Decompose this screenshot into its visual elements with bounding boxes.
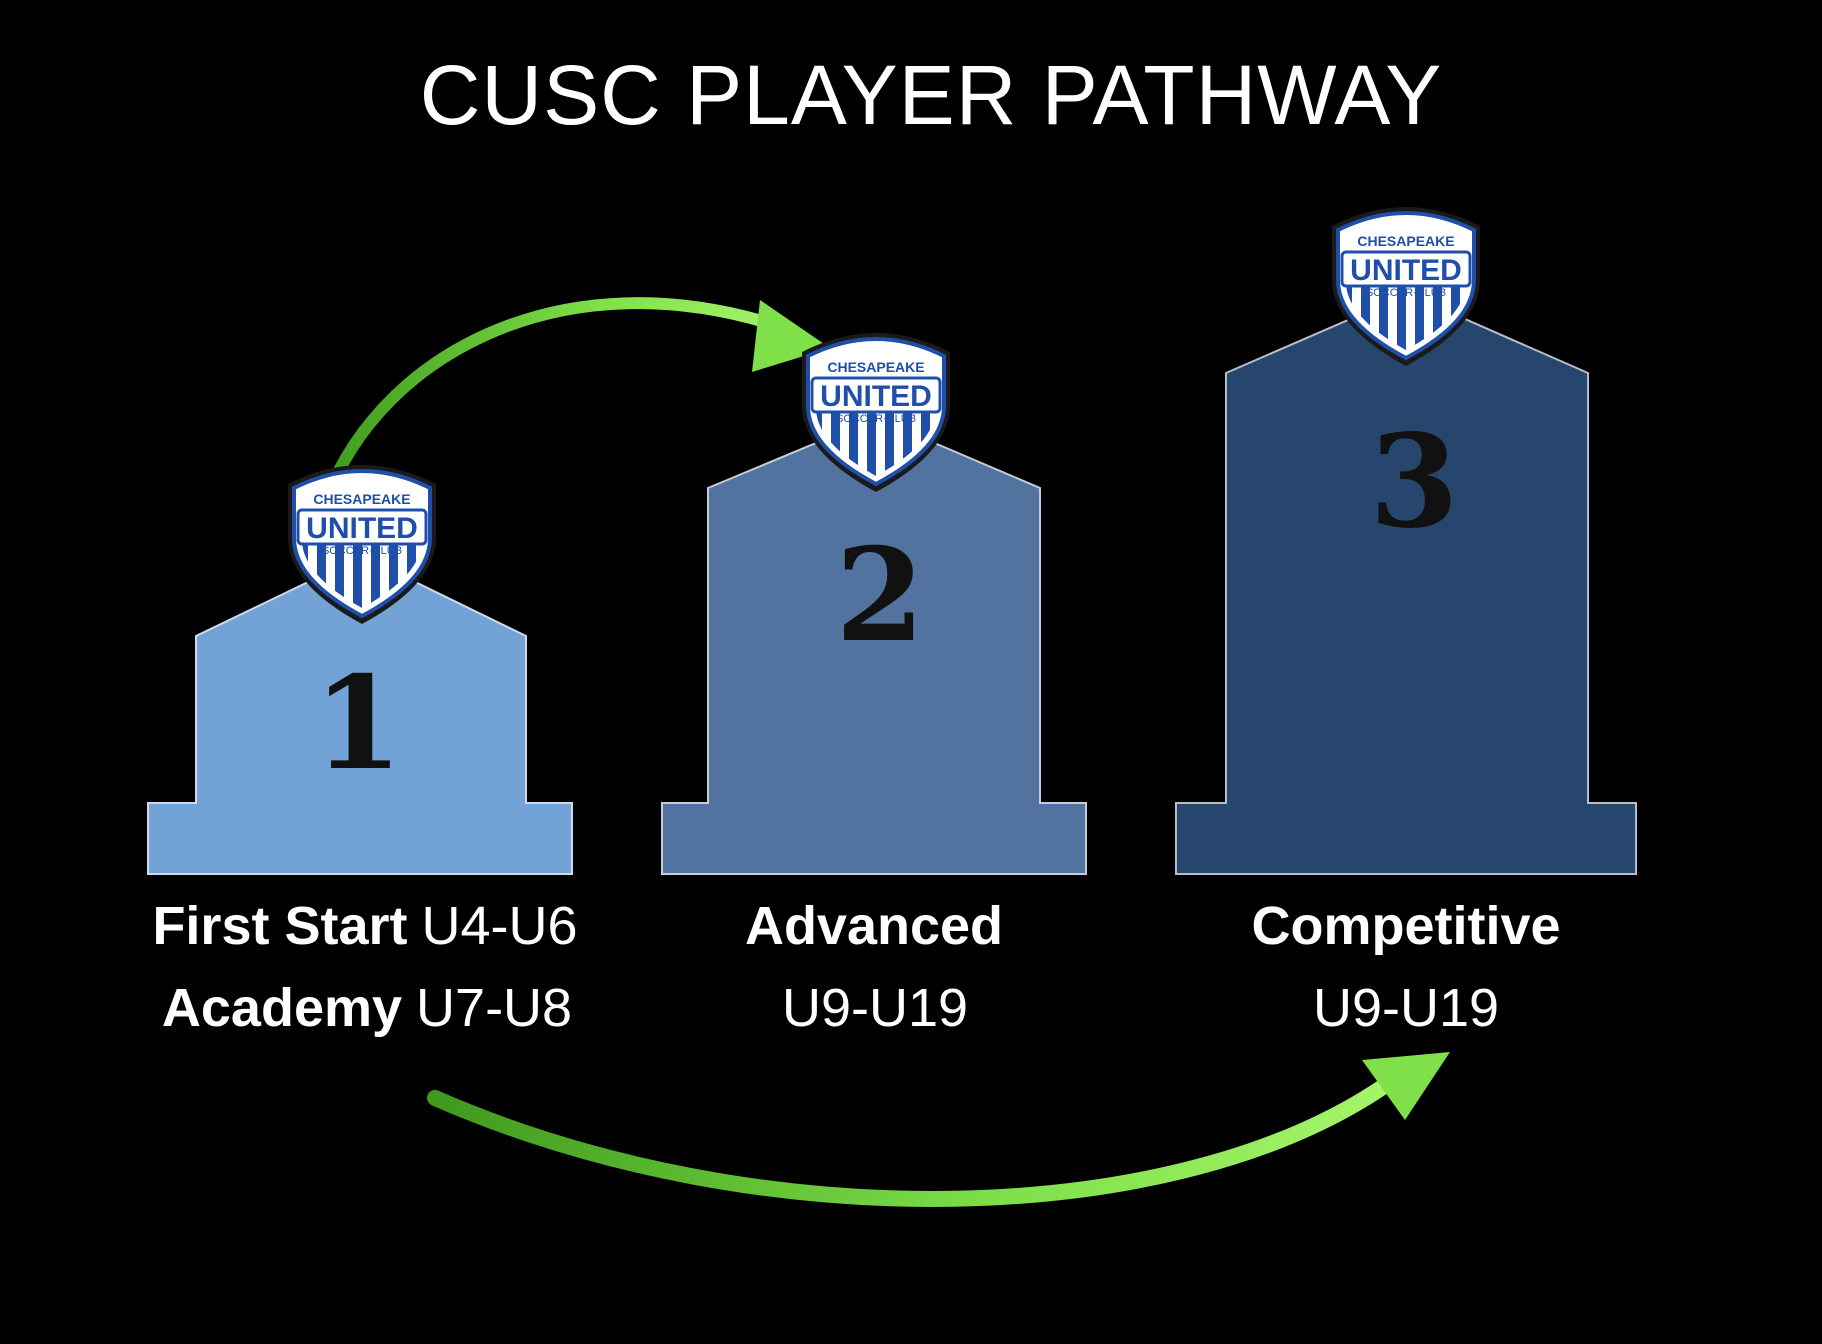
step-1-podium: 1 xyxy=(147,554,573,875)
step-number: 1 xyxy=(313,649,402,799)
svg-text:SOCCER·CLUB: SOCCER·CLUB xyxy=(322,545,402,557)
svg-text:CHESAPEAKE: CHESAPEAKE xyxy=(313,491,410,507)
club-badge-logo: CHESAPEAKE UNITED SOCCER·CLUB xyxy=(1330,205,1482,368)
svg-text:SOCCER·CLUB: SOCCER·CLUB xyxy=(1366,287,1446,299)
step-2-podium: 2 xyxy=(661,416,1087,875)
step-3-name: Competitive xyxy=(1251,896,1560,956)
svg-text:CHESAPEAKE: CHESAPEAKE xyxy=(827,359,924,375)
svg-text:UNITED: UNITED xyxy=(1350,254,1462,287)
page-title: CUSC PLAYER PATHWAY xyxy=(420,48,1443,142)
step-number: 2 xyxy=(835,521,924,671)
step-3-ages: U9-U19 xyxy=(1313,978,1499,1038)
club-badge-logo: CHESAPEAKE UNITED SOCCER·CLUB xyxy=(286,463,438,626)
step-2-ages: U9-U19 xyxy=(782,978,968,1038)
svg-text:SOCCER·CLUB: SOCCER·CLUB xyxy=(836,413,916,425)
step-3-podium: 3 xyxy=(1175,292,1637,875)
arrowhead-icon xyxy=(1362,1052,1450,1120)
svg-text:UNITED: UNITED xyxy=(820,380,932,413)
svg-text:CHESAPEAKE: CHESAPEAKE xyxy=(1357,233,1454,249)
step-number: 3 xyxy=(1369,407,1458,557)
svg-text:UNITED: UNITED xyxy=(306,512,418,545)
step-2-name: Advanced xyxy=(745,896,1003,956)
club-badge-logo: CHESAPEAKE UNITED SOCCER·CLUB xyxy=(800,331,952,494)
arrow-step1-to-step3 xyxy=(427,1052,1450,1207)
